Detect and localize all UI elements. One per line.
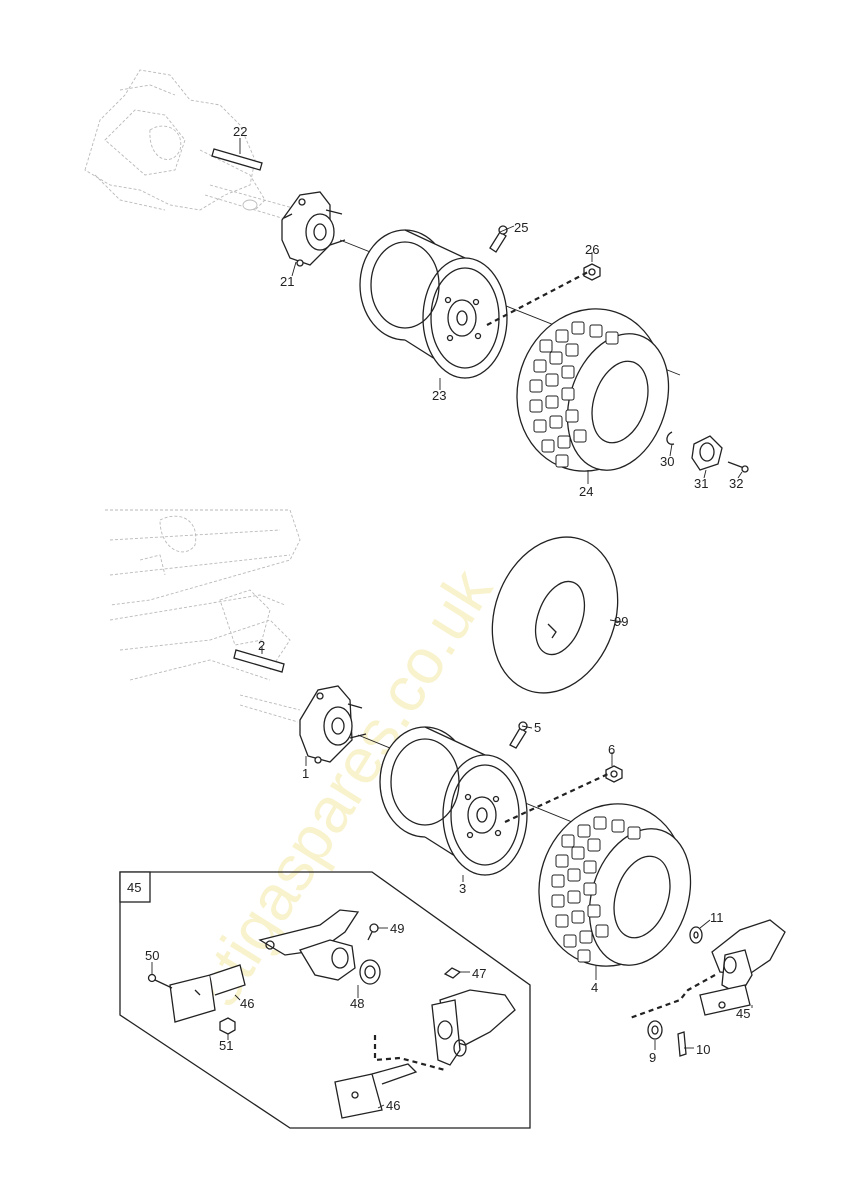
callout-26: 26	[585, 242, 599, 257]
inset-frame	[119, 871, 531, 1129]
part-1-hub	[299, 685, 367, 764]
inset-dashline	[373, 1035, 446, 1072]
part-51-nut	[219, 1017, 236, 1035]
part-26-nut	[583, 263, 601, 281]
callout-23: 23	[432, 388, 446, 403]
callout-10: 10	[696, 1042, 710, 1057]
part-30-circlip	[666, 431, 675, 445]
axle-shaft-upper	[204, 184, 301, 223]
callout-22: 22	[233, 124, 247, 139]
chassis-ghost-lower	[105, 509, 301, 723]
callout-51: 51	[219, 1038, 233, 1053]
leader-lines	[151, 138, 753, 1109]
callout-45: 45	[736, 1006, 750, 1021]
callout-50: 50	[145, 948, 159, 963]
part-6-nut	[605, 765, 623, 783]
callout-2: 2	[258, 638, 265, 653]
callout-48: 48	[350, 996, 364, 1011]
callout-11: 11	[710, 910, 724, 925]
tyre-4-tread	[551, 816, 641, 963]
inset-detail-45	[119, 871, 531, 1129]
part-4-tyre	[538, 803, 692, 967]
assembly-dashline-lower	[504, 773, 609, 823]
callout-21: 21	[280, 274, 294, 289]
callout-45-box: 45	[127, 880, 141, 895]
callout-3: 3	[459, 881, 466, 896]
callout-99: 99	[614, 614, 628, 629]
callout-46-lower: 46	[386, 1098, 400, 1113]
part-47-clip	[443, 967, 462, 979]
callout-25: 25	[514, 220, 528, 235]
callout-31: 31	[694, 476, 708, 491]
callout-5: 5	[534, 720, 541, 735]
assembly-dashline-upper	[486, 271, 589, 326]
assembly-dashline-bracket	[629, 974, 716, 1020]
inset-number-box	[119, 871, 151, 903]
callout-4: 4	[591, 980, 598, 995]
callout-9: 9	[649, 1050, 656, 1065]
callout-47: 47	[472, 966, 486, 981]
part-46-bracket-upper	[169, 964, 246, 1023]
part-45-bracket-assembly	[699, 919, 786, 1016]
part-31-cap	[691, 435, 723, 471]
transmission-ghost-upper	[84, 69, 266, 211]
inset-hub-bracket	[299, 939, 356, 981]
callout-labels: 22 21 23 25 26 24 30 31 32 2 1 3 5 6 4 9…	[127, 124, 750, 1113]
part-32-bolt	[727, 461, 749, 473]
part-21-hub	[281, 191, 346, 267]
part-23-rim	[359, 229, 508, 379]
part-3-rim	[379, 726, 528, 876]
part-9-washer	[647, 1020, 663, 1040]
part-24-tyre	[516, 308, 670, 472]
part-10-pin	[677, 1031, 687, 1057]
tyre-24-tread	[529, 321, 619, 468]
part-22-pin	[211, 146, 263, 171]
part-49-screw	[367, 923, 379, 941]
callout-6: 6	[608, 742, 615, 757]
callout-46-upper: 46	[240, 996, 254, 1011]
callout-24: 24	[579, 484, 593, 499]
part-48-bushing	[359, 959, 381, 985]
part-11-washer	[689, 926, 703, 944]
part-49-clip-arm	[258, 909, 360, 956]
part-5-valve	[509, 721, 528, 749]
callout-49: 49	[390, 921, 404, 936]
part-46-bracket-lower	[334, 1063, 418, 1119]
part-50-bolt	[147, 973, 173, 989]
callout-32: 32	[729, 476, 743, 491]
part-25-valve	[489, 225, 508, 253]
callout-1: 1	[302, 766, 309, 781]
callout-30: 30	[660, 454, 674, 469]
part-99-inner-tube	[491, 536, 619, 694]
part-45-knuckle	[431, 989, 516, 1066]
